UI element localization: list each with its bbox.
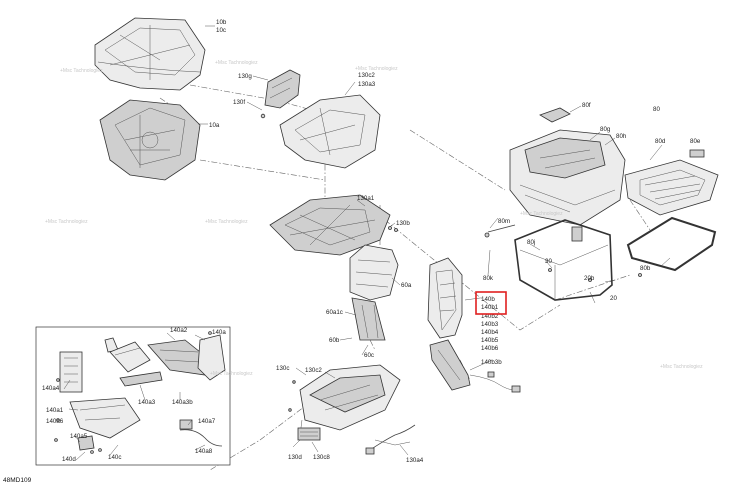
leader-lines	[63, 25, 671, 461]
label-130a1: 130a1	[357, 195, 375, 202]
label-140a1: 140a1	[46, 407, 64, 414]
cable-harness-part	[469, 371, 521, 393]
watermark-text: +Msc Tachnologiez	[215, 60, 258, 66]
bracket-130g-part	[264, 69, 301, 109]
label-140a3: 140a3	[138, 399, 156, 406]
label-140d: 140d	[62, 456, 76, 463]
label-80d: 80d	[655, 138, 666, 145]
label-140b3: 140b3	[481, 321, 499, 328]
label-140a6: 140a6	[46, 418, 64, 425]
seat-base-part	[99, 99, 201, 181]
label-20: 20	[610, 295, 617, 302]
storage-lid-part	[624, 159, 719, 216]
label-140a7: 140a7	[198, 418, 216, 425]
support-frame-part	[514, 219, 613, 301]
watermark-text: +Msc Tachnologiez	[210, 371, 253, 377]
watermark-text: +Msc Tachnologiez	[520, 211, 563, 217]
watermark-text: +Msc Tachnologiez	[60, 68, 103, 74]
label-130a4: 130a4	[406, 457, 424, 464]
label-140b: 140b	[481, 296, 495, 303]
label-140c: 140c	[108, 454, 121, 461]
label-140b1: 140b1	[481, 304, 499, 311]
hardware-screws	[260, 113, 642, 412]
label-130c2: 130c2	[358, 72, 375, 79]
watermark-text: +Msc Tachnologiez	[355, 66, 398, 72]
cable-130a4-part	[365, 424, 416, 455]
storage-tray-part	[279, 94, 381, 169]
label-80j: 80j	[527, 239, 535, 246]
seat-cushion-part	[94, 17, 206, 91]
label-10a: 10a	[209, 122, 220, 129]
detail-inset-140a	[35, 326, 231, 466]
label-30: 30	[545, 258, 552, 265]
label-10c: 10c	[216, 27, 226, 34]
rod-part	[484, 224, 516, 238]
label-130c: 130c	[276, 365, 289, 372]
clip-part	[689, 149, 705, 158]
latch-130c8-part	[297, 427, 321, 441]
label-130b: 130b	[396, 220, 410, 227]
seat-frame-part	[269, 194, 391, 256]
label-80m: 80m	[498, 218, 510, 225]
label-60b: 60b	[329, 337, 340, 344]
trim-strip-part	[429, 339, 471, 391]
label-60a: 60a	[401, 282, 412, 289]
label-80f: 80f	[582, 102, 591, 109]
label-80k: 80k	[483, 275, 494, 282]
label-140a4: 140a4	[42, 385, 60, 392]
label-60a1c: 60a1c	[326, 309, 343, 316]
seat-base-tub-part	[299, 364, 401, 441]
figure-reference: 48MD109	[3, 477, 32, 484]
label-130c8: 130c8	[313, 454, 330, 461]
highlight-box	[475, 291, 507, 315]
storage-box-part	[509, 129, 626, 226]
label-130f: 130f	[233, 99, 245, 106]
label-80h: 80h	[616, 133, 627, 140]
label-130g: 130g	[238, 73, 252, 80]
label-140b5: 140b5	[481, 337, 499, 344]
label-140b2: 140b2	[481, 313, 499, 320]
label-140a3b: 140a3b	[172, 399, 193, 406]
label-140a2: 140a2	[170, 327, 188, 334]
label-80g: 80g	[600, 126, 611, 133]
label-80e: 80e	[690, 138, 701, 145]
gasket-part	[626, 216, 717, 272]
backrest-part	[349, 244, 399, 341]
watermark-text: +Msc Tachnologiez	[660, 364, 703, 370]
label-130a3: 130a3	[358, 81, 376, 88]
label-130c2-lower: 130c2	[305, 367, 322, 374]
label-60c: 60c	[364, 352, 374, 359]
label-80b: 80b	[640, 265, 651, 272]
watermark-text: +Msc Tachnologiez	[45, 219, 88, 225]
part-labels: 10b 10c 10a 130g 130f 130c2 130a3 130a1 …	[42, 19, 701, 464]
label-140b6: 140b6	[481, 345, 499, 352]
label-80: 80	[653, 106, 660, 113]
armrest-part	[427, 257, 463, 339]
label-20b: 20b	[584, 275, 595, 282]
label-140a5: 140a5	[70, 433, 88, 440]
label-140b4: 140b4	[481, 329, 499, 336]
label-140a: 140a	[212, 329, 226, 336]
watermark-text: +Msc Tachnologiez	[205, 219, 248, 225]
watermarks: +Msc Tachnologiez +Msc Tachnologiez +Msc…	[45, 60, 703, 377]
label-140b3b: 140b3b	[481, 359, 502, 366]
lid-latch-part	[539, 107, 571, 123]
label-130d: 130d	[288, 454, 302, 461]
label-140a8: 140a8	[195, 448, 213, 455]
label-10b: 10b	[216, 19, 227, 26]
